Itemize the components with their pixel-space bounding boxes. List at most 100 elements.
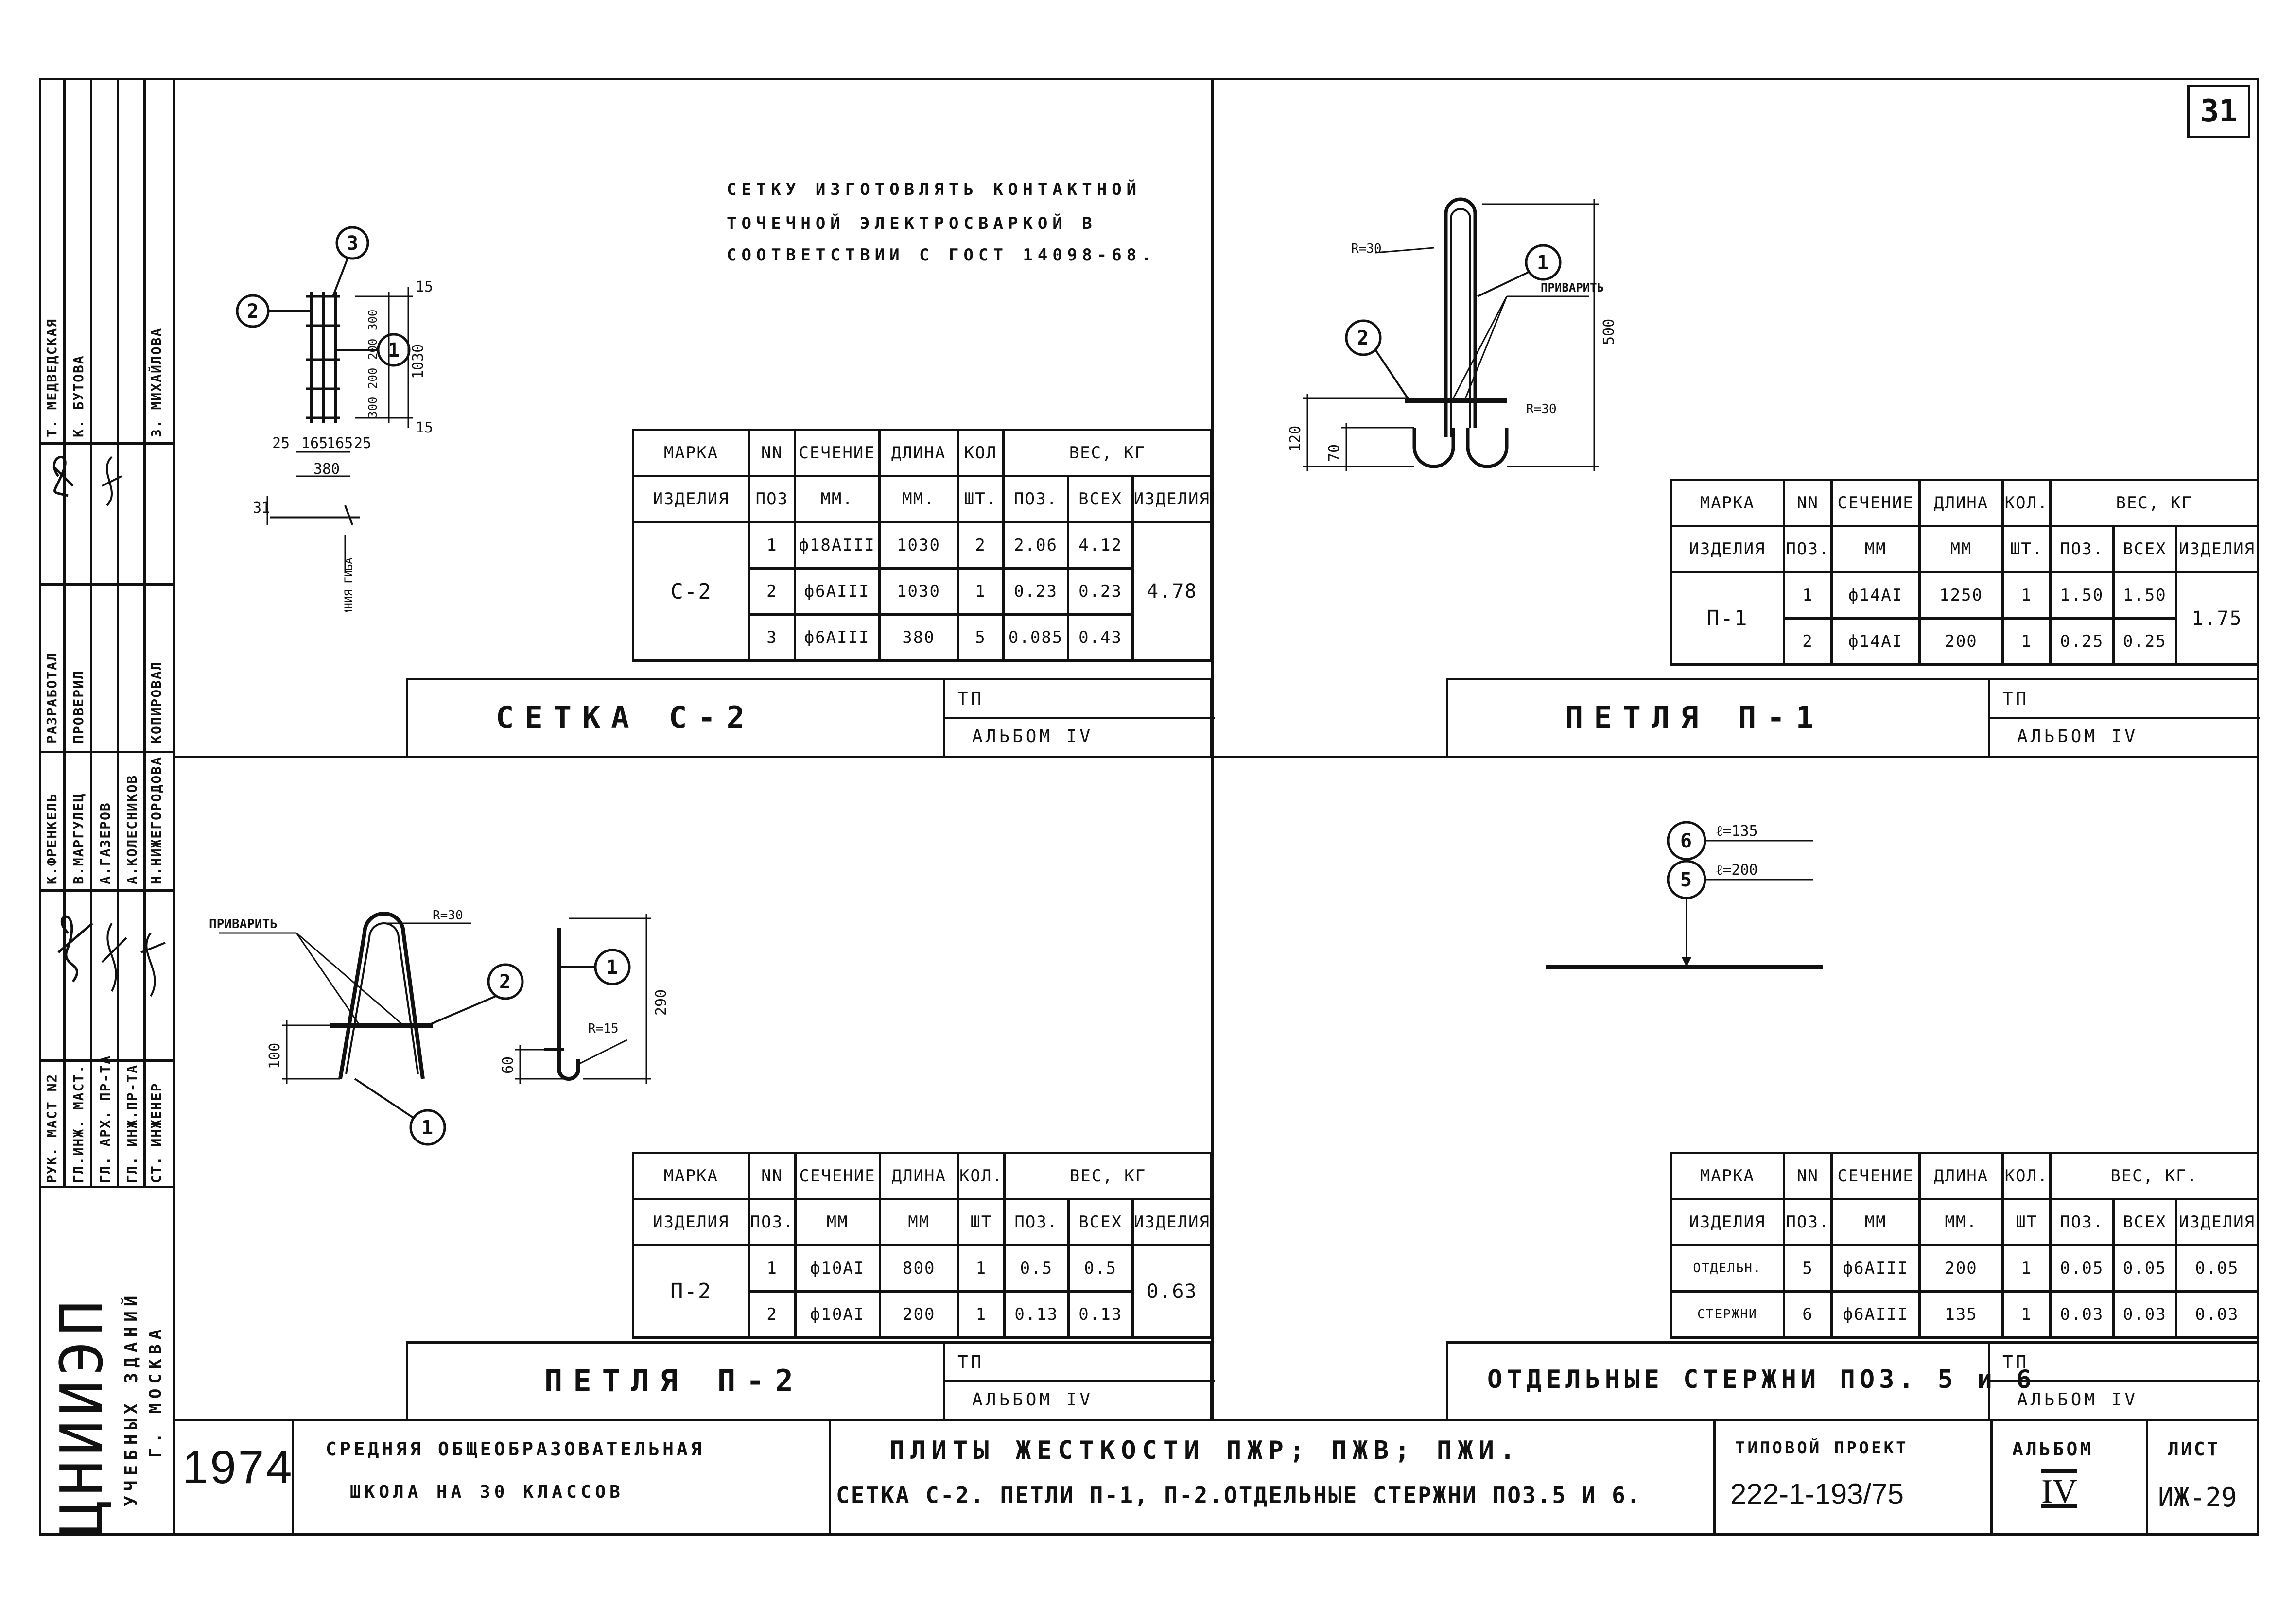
table-cell: 0.5	[1067, 1244, 1134, 1293]
th-w-pos: ПОЗ.	[2049, 1198, 2115, 1246]
stamp-sheet-label: ЛИСТ	[2168, 1438, 2220, 1460]
q2-callout-1: 1	[1537, 252, 1548, 274]
table-cell: 1	[2001, 1290, 2052, 1339]
q2-dim-120: 120	[1287, 426, 1304, 452]
stamp-divider	[829, 1419, 831, 1536]
table-cell: 1	[748, 1244, 797, 1293]
th-pcs: ШТ.	[957, 475, 1005, 523]
strip-col-line	[143, 78, 146, 1186]
q2-callout-2: 2	[1357, 327, 1369, 349]
q1-dim-15b: 15	[416, 419, 433, 436]
table-cell: ф10АI	[794, 1290, 881, 1339]
q3-tp: ТП	[957, 1352, 985, 1372]
stamp-divider	[1713, 1419, 1716, 1536]
th-pos: NN	[748, 1152, 797, 1200]
q2-tp: ТП	[2002, 689, 2030, 709]
q1-bend-line-label: ЛИНИЯ ГИБА	[343, 558, 355, 612]
th-mark: МАРКА	[631, 429, 751, 477]
table-cell: 1250	[1918, 571, 2004, 620]
table-cell: 1	[2001, 1244, 2052, 1293]
table-cell: 3	[748, 613, 796, 662]
strip-name: З. МИХАЙЛОВА	[148, 327, 164, 437]
cell-mark: П-1	[1670, 571, 1785, 666]
table-cell: 1	[748, 521, 796, 570]
strip-divider	[1988, 680, 1990, 758]
table-cell: 0.23	[1002, 567, 1070, 616]
table-cell: 135	[1918, 1290, 2004, 1339]
q1-album: АЛЬБОМ IV	[972, 726, 1094, 746]
q1-title: СЕТКА С-2	[496, 700, 755, 735]
q1-dim-300b: 300	[366, 310, 380, 330]
th-weight: ВЕС, КГ.	[2049, 1152, 2259, 1200]
q2-r30a: R=30	[1351, 242, 1382, 256]
cell-total: 0.63	[1131, 1244, 1213, 1339]
table-cell: 4.12	[1067, 521, 1134, 570]
cell-total: 1.75	[2174, 571, 2260, 666]
q1-dim-165a: 165	[301, 435, 328, 452]
q1-dim-165b: 165	[327, 435, 353, 452]
table-cell: ф10АI	[794, 1244, 881, 1293]
table-cell: 0.43	[1067, 613, 1134, 662]
th-weight: ВЕС, КГ	[2049, 479, 2259, 527]
table-cell: ф6АIII	[793, 567, 881, 616]
th-pos2: ПОЗ.	[748, 1198, 797, 1246]
table-cell: 200	[1918, 617, 2004, 666]
q3-weld-label: ПРИВАРИТЬ	[209, 917, 278, 932]
q2-spec-table: МАРКА NN СЕЧЕНИЕ ДЛИНА КОЛ. ВЕС, КГ ИЗДЕ…	[1670, 479, 2260, 666]
drawing-frame	[39, 78, 2259, 1536]
th-pcs: ШТ	[957, 1198, 1006, 1246]
table-cell: 0.25	[2049, 617, 2115, 666]
th-w-pos: ПОЗ.	[1002, 475, 1070, 523]
th-w-item: ИЗДЕЛИЯ	[2174, 525, 2260, 573]
th-mark: МАРКА	[1670, 479, 1785, 527]
org-logo: ЦНИИЭП	[49, 1296, 116, 1536]
th-item: ИЗДЕЛИЯ	[1670, 525, 1785, 573]
th-mm: ММ	[794, 1198, 881, 1246]
page-number: 31	[2200, 93, 2238, 129]
table-cell: ф14АI	[1830, 617, 1921, 666]
q2-r30b: R=30	[1526, 402, 1557, 416]
table-cell: СТЕРЖНИ	[1670, 1290, 1785, 1339]
stamp-album-label: АЛЬБОМ	[2012, 1438, 2094, 1460]
th-item: ИЗДЕЛИЯ	[631, 475, 751, 523]
strip-col-line	[63, 78, 66, 1186]
table-cell: 0.05	[2174, 1244, 2260, 1293]
table-cell: 2	[957, 521, 1005, 570]
table-cell: 1030	[878, 567, 959, 616]
table-cell: 0.13	[1067, 1290, 1134, 1339]
table-cell: 0.05	[2112, 1244, 2177, 1293]
q1-callout-1: 1	[388, 339, 400, 362]
q2-loop-drawing: 2 1 ПРИВАРИТЬ R=30 R=30 500 120 70	[1287, 197, 1618, 471]
strip-role: ГЛ.ИНЖ. МАСТ.	[70, 1064, 87, 1183]
strip-role: ГЛ. АРХ. ПР-ТА	[97, 1054, 113, 1183]
q4-album: АЛЬБОМ IV	[2017, 1390, 2139, 1410]
q2-title-strip: ПЕТЛЯ П-1 ТП АЛЬБОМ IV	[1446, 678, 2260, 758]
strip-row-line	[39, 889, 173, 892]
q3-dim-60: 60	[500, 1056, 517, 1074]
strip-role: ГЛ. ИНЖ.ПР-ТА	[124, 1064, 140, 1183]
stamp-school-l1: СРЕДНЯЯ ОБЩЕОБРАЗОВАТЕЛЬНАЯ	[326, 1438, 705, 1460]
q1-callout-2: 2	[247, 300, 259, 323]
q1-callout-3: 3	[347, 232, 358, 255]
table-cell: 1	[957, 567, 1005, 616]
stamp-divider	[2146, 1419, 2148, 1536]
q1-tp: ТП	[957, 689, 985, 709]
table-cell: 5	[1782, 1244, 1833, 1293]
th-weight: ВЕС, КГ	[1002, 429, 1213, 477]
table-cell: 1.50	[2112, 571, 2177, 620]
th-w-all: ВСЕХ	[1067, 475, 1134, 523]
strip-name: Т. МЕДВЕДСКАЯ	[44, 318, 60, 437]
cell-total: 4.78	[1131, 521, 1213, 662]
table-cell: 0.03	[2049, 1290, 2115, 1339]
q1-dim-25a: 25	[272, 435, 290, 452]
q3-callout-1-bottom: 1	[421, 1117, 433, 1139]
table-cell: ф6АIII	[1830, 1244, 1921, 1293]
q3-r30: R=30	[433, 908, 463, 923]
stamp-divider	[292, 1419, 294, 1536]
q3-dim-290: 290	[653, 989, 670, 1016]
q4-callout-6: 6	[1680, 830, 1692, 852]
stamp-school-l2: ШКОЛА НА 30 КЛАССОВ	[350, 1482, 624, 1502]
org-subtitle: УЧЕБНЫХ ЗДАНИЙ	[122, 1291, 141, 1506]
table-cell: 200	[878, 1290, 959, 1339]
q1-dim-31: 31	[253, 500, 270, 517]
